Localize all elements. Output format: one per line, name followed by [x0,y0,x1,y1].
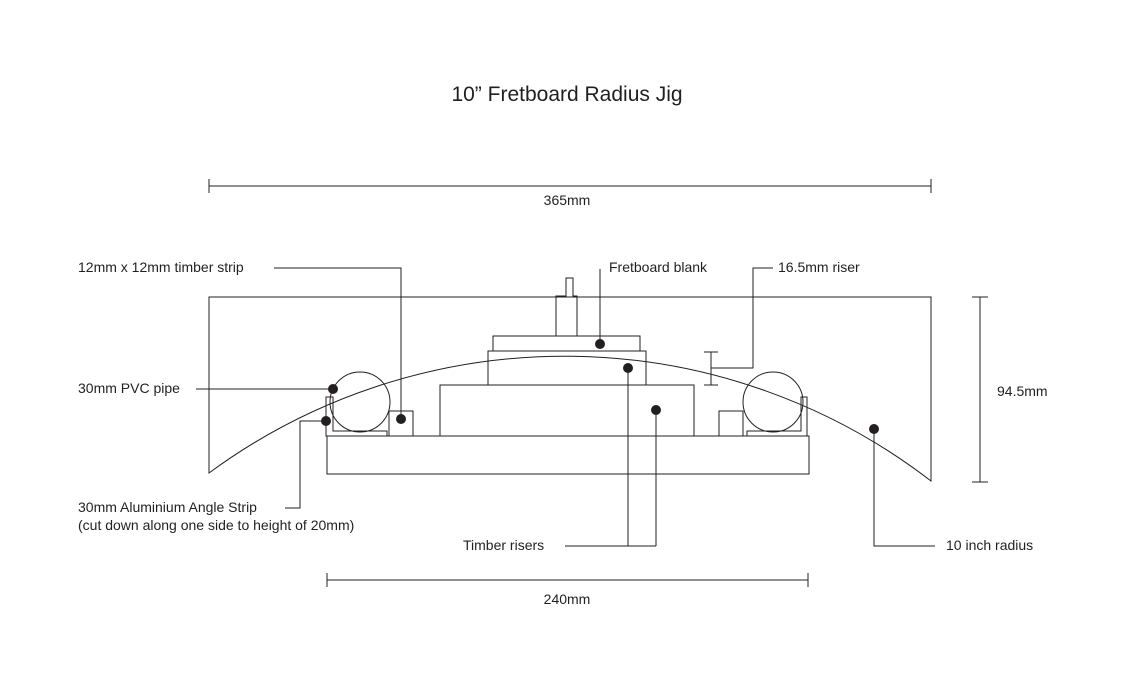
left-angle-strip [325,396,388,437]
angle-strip-callout [285,416,331,509]
timber-strip-label: 12mm x 12mm timber strip [78,259,244,275]
timber-risers-label: Timber risers [463,537,544,553]
spindle [555,277,578,337]
diagram-title: 10” Fretboard Radius Jig [451,83,682,106]
fretboard-blank [492,335,641,352]
radius-label: 10 inch radius [946,537,1033,553]
timber-risers-callout [565,363,661,547]
timber-strip-callout [274,267,406,424]
right-timber-strip [718,410,744,437]
outer-frame [208,296,932,483]
base-width-dimension [326,573,809,587]
left-pvc-pipe [329,371,391,433]
radius-callout [869,424,935,547]
angle-strip-label-line2: (cut down along one side to height of 20… [78,517,354,533]
height-dimension [972,296,988,483]
fretboard-blank-callout [595,269,605,349]
base-board [326,435,810,475]
pvc-pipe-callout [196,384,338,394]
right-angle-strip [746,396,808,437]
riser-label: 16.5mm riser [778,259,860,275]
overall-width-dimension [208,179,932,193]
fretboard-blank-label: Fretboard blank [609,259,708,275]
riser-callout [704,267,773,386]
pvc-pipe-label: 30mm PVC pipe [78,380,180,396]
overall-width-label: 365mm [544,192,591,208]
height-label: 94.5mm [997,383,1048,399]
right-pvc-pipe [742,371,804,433]
base-width-label: 240mm [544,591,591,607]
angle-strip-label-line1: 30mm Aluminium Angle Strip [78,499,257,515]
